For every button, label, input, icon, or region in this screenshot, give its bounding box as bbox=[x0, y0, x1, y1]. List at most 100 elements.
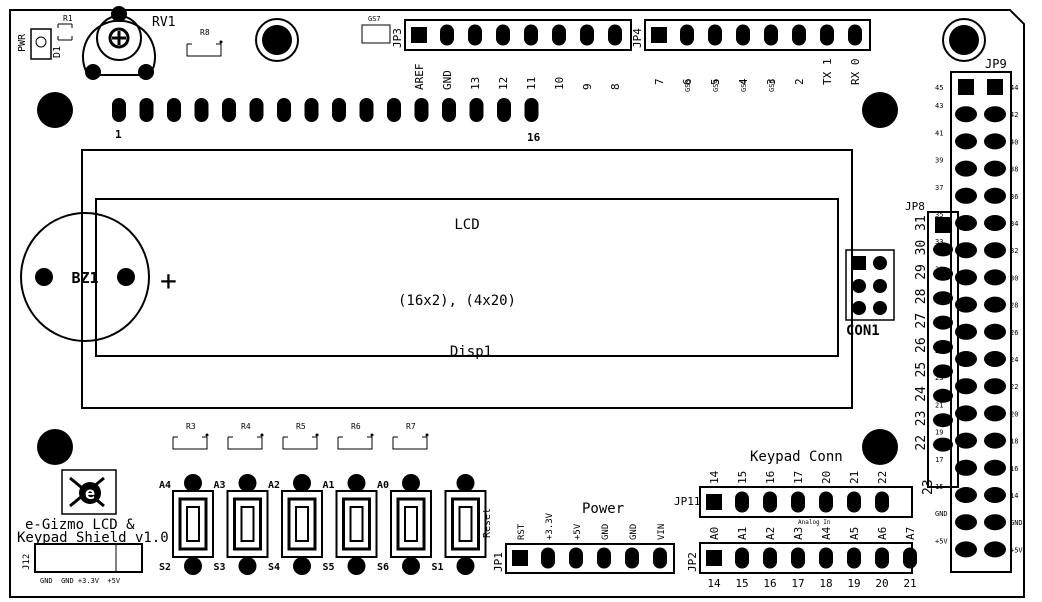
jp4-pin-label: RX 0 bbox=[849, 59, 862, 86]
jp9-left-pad bbox=[955, 133, 977, 150]
jp4-pin-label: TX 1 bbox=[821, 59, 834, 86]
jp9-right-label: 28 bbox=[1010, 302, 1018, 310]
jp3-pin-label: AREF bbox=[413, 64, 426, 91]
jp9-left-pad bbox=[955, 541, 977, 558]
jp9-right-pad bbox=[984, 378, 1006, 395]
switch-bottom-label: S5 bbox=[323, 562, 335, 573]
jp8-pin-pad bbox=[933, 364, 953, 379]
jp9-left-label: 19 bbox=[935, 429, 943, 437]
bz-plus: + bbox=[160, 264, 177, 297]
jp9-left-label: 23 bbox=[935, 374, 943, 382]
jp2-pin-label: A7 bbox=[904, 527, 917, 540]
switch-pad bbox=[456, 557, 475, 575]
jp9-left-pad bbox=[955, 160, 977, 177]
switch-button bbox=[342, 497, 371, 551]
jp1-pin-pad bbox=[569, 547, 583, 569]
connector-j12: J12 GND GND +3.3V +5V bbox=[22, 543, 143, 585]
jp11-pin-label: 22 bbox=[876, 471, 889, 484]
jp9-left-label: 45 bbox=[935, 84, 943, 92]
switch-pad bbox=[293, 474, 311, 492]
jp9-left-label: 35 bbox=[935, 211, 943, 219]
analog-in-label: Analog In bbox=[798, 519, 831, 526]
jp1-pin-label: +3.3V bbox=[545, 512, 555, 540]
jp11-pin-pad bbox=[706, 494, 722, 510]
jp2-pin-pad bbox=[903, 547, 917, 569]
lcd-pin-last: 16 bbox=[527, 131, 541, 144]
jp9-left-pad bbox=[955, 187, 977, 204]
jp9-left-pad bbox=[955, 405, 977, 422]
jp9-left-label: 21 bbox=[935, 401, 943, 409]
jp9-right-label: 26 bbox=[1010, 329, 1018, 337]
switch-pad bbox=[456, 474, 475, 492]
jp3-pin-pad bbox=[524, 24, 538, 46]
switch-pad bbox=[347, 474, 366, 492]
jp9-right-pad bbox=[984, 187, 1006, 204]
jp3-pin-pad bbox=[552, 24, 566, 46]
lcd-pin-first: 1 bbox=[115, 128, 122, 141]
svg-text:e: e bbox=[85, 484, 95, 504]
jp4-pin-label: 5 bbox=[709, 78, 722, 85]
jp4-sub-label: GS5 bbox=[740, 79, 748, 92]
lcd-pin-pad bbox=[442, 98, 456, 122]
lcd-pin-pad bbox=[414, 98, 429, 122]
e-gizmo-logo: e bbox=[61, 469, 117, 515]
jp2-bottom-label: 21 bbox=[903, 577, 916, 590]
jp4-pin-pad bbox=[680, 24, 694, 46]
jp3-pin-pad bbox=[468, 24, 482, 46]
jp1-pin-pad bbox=[625, 547, 639, 569]
resistor-dot bbox=[425, 433, 429, 437]
jp9-left-label: +5V bbox=[935, 537, 948, 545]
power-label: Power bbox=[582, 501, 624, 517]
jp2-pin-pad bbox=[791, 547, 805, 569]
jp4-pin-pad bbox=[764, 24, 778, 46]
switch-pad bbox=[238, 474, 257, 492]
jp9-right-label: 32 bbox=[1010, 247, 1018, 255]
switch-pad bbox=[347, 557, 366, 575]
resistor-label: R4 bbox=[241, 422, 251, 431]
svg-text:CON1: CON1 bbox=[846, 323, 880, 339]
jp9-right-label: 16 bbox=[1010, 465, 1018, 473]
board-outline bbox=[9, 9, 1025, 598]
jp11-pin-label: 16 bbox=[764, 471, 777, 484]
lcd-pin-pad bbox=[469, 98, 484, 122]
switch-top-label: A4 bbox=[159, 480, 171, 491]
jp3-pin-pad bbox=[608, 24, 622, 46]
jp9-left-label: 25 bbox=[935, 347, 943, 355]
jp8-pin-label: 29 bbox=[914, 264, 929, 280]
d1-label: D1 bbox=[52, 46, 63, 58]
jp9-right-pad bbox=[984, 296, 1006, 313]
jp11-pin-pad bbox=[875, 491, 889, 513]
pwr-label: PWR bbox=[17, 33, 28, 52]
resistor-body bbox=[282, 436, 318, 450]
jp9-right-pad bbox=[987, 79, 1003, 95]
buzzer-bz1: BZ1 + bbox=[20, 212, 177, 342]
switch-pad bbox=[238, 557, 257, 575]
jp8-pin-pad bbox=[933, 413, 953, 428]
resistor-body bbox=[172, 436, 208, 450]
jp8-pin-label: 30 bbox=[914, 240, 929, 256]
jp3-pin-pad bbox=[411, 27, 427, 43]
jp9-left-label: 39 bbox=[935, 157, 943, 165]
lcd-pin-pad bbox=[249, 98, 264, 122]
jp1-pin-label: GND bbox=[629, 524, 639, 540]
jp4-pin-pad bbox=[820, 24, 834, 46]
jp3-pin-label: 8 bbox=[609, 83, 622, 90]
jp8-pin-label: 22 bbox=[914, 435, 929, 451]
jp9-left-pad bbox=[955, 432, 977, 449]
lcd-pin-pad bbox=[112, 98, 126, 122]
jp9-right-pad bbox=[984, 323, 1006, 340]
resistor-body bbox=[337, 436, 373, 450]
jp9-right-label: 42 bbox=[1010, 111, 1018, 119]
lcd-pin-pad bbox=[277, 98, 291, 122]
jp2-bottom-label: 20 bbox=[875, 577, 888, 590]
svg-text:R8: R8 bbox=[200, 28, 210, 37]
jp9-right-label: +5V bbox=[1010, 546, 1023, 554]
switch-body bbox=[390, 490, 432, 558]
jp9-right-label: 38 bbox=[1010, 166, 1018, 174]
jp4-pin-label: 6 bbox=[681, 78, 694, 85]
jp8-pin-pad bbox=[935, 217, 951, 233]
svg-text:JP4: JP4 bbox=[631, 28, 644, 48]
